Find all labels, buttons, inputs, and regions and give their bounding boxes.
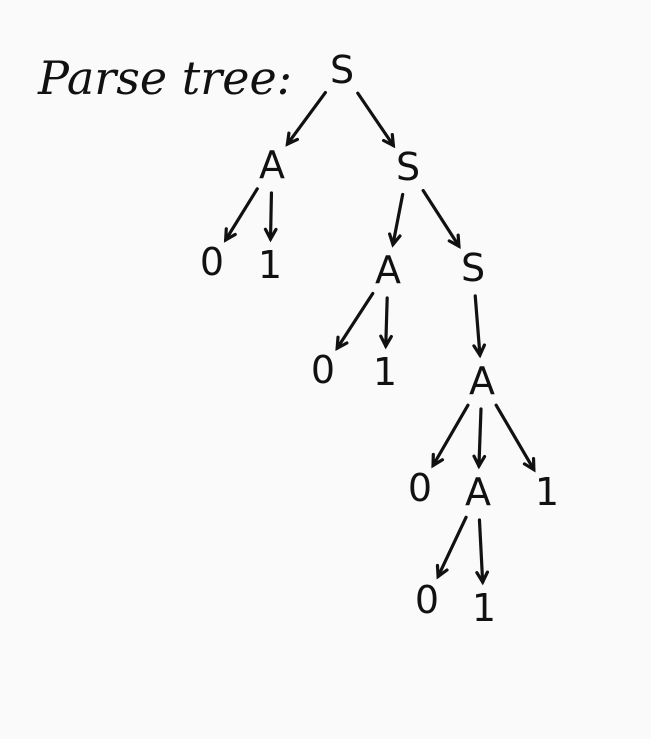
tree-node-terminal: 1 xyxy=(472,586,496,630)
tree-node-terminal: 0 xyxy=(408,466,432,510)
tree-edges xyxy=(223,90,536,586)
edge-line xyxy=(436,515,468,579)
arrowhead-icon xyxy=(447,233,461,249)
edge-line xyxy=(224,187,259,242)
tree-node-nonterminal: A xyxy=(259,143,285,187)
tree-node-terminal: 0 xyxy=(415,578,439,622)
edge-line xyxy=(268,191,274,241)
arrowhead-icon xyxy=(263,227,278,243)
tree-node-nonterminal: S xyxy=(396,145,420,189)
tree-node-nonterminal: A xyxy=(469,359,495,403)
arrowhead-icon xyxy=(388,232,402,248)
tree-node-terminal: 0 xyxy=(200,240,224,284)
edge-line xyxy=(473,294,482,357)
edge-line xyxy=(431,403,470,468)
edge-line xyxy=(494,403,536,472)
arrowhead-icon xyxy=(435,563,449,580)
arrowhead-icon xyxy=(381,132,396,149)
tree-edge-arrow xyxy=(421,188,461,249)
diagram-title: Parse tree: xyxy=(37,51,292,105)
edge-line xyxy=(421,188,461,248)
tree-edge-arrow xyxy=(263,191,278,243)
arrowhead-icon xyxy=(475,570,490,586)
arrowhead-icon xyxy=(472,454,487,470)
tree-edge-arrow xyxy=(388,192,405,248)
tree-node-nonterminal: A xyxy=(465,470,491,514)
tree-node-nonterminal: A xyxy=(375,248,401,292)
edge-line xyxy=(477,518,485,584)
arrowhead-icon xyxy=(431,452,445,469)
tree-node-terminal: 1 xyxy=(535,470,559,514)
arrowhead-icon xyxy=(472,343,487,359)
arrowhead-icon xyxy=(335,335,349,351)
tree-edge-arrow xyxy=(472,294,487,359)
tree-edge-arrow xyxy=(435,515,468,580)
tree-edge-arrow xyxy=(356,91,396,149)
tree-edge-arrow xyxy=(472,407,487,470)
tree-node-terminal: 0 xyxy=(311,348,335,392)
tree-node-nonterminal: S xyxy=(461,246,485,290)
tree-node-nonterminal: S xyxy=(330,48,354,92)
edge-line xyxy=(477,407,483,468)
tree-edge-arrow xyxy=(494,403,536,473)
tree-edge-arrow xyxy=(475,518,490,586)
tree-edge-arrow xyxy=(223,187,259,243)
edge-line xyxy=(391,192,405,247)
edge-line xyxy=(356,91,395,148)
tree-edge-arrow xyxy=(335,291,375,351)
tree-edge-arrow xyxy=(431,403,470,469)
edge-line xyxy=(335,291,375,350)
edge-line xyxy=(285,90,327,146)
arrowhead-icon xyxy=(379,334,393,350)
edge-line xyxy=(384,296,389,348)
arrowhead-icon xyxy=(522,456,536,473)
tree-node-terminal: 1 xyxy=(373,350,397,394)
tree-node-terminal: 1 xyxy=(258,243,282,287)
arrowhead-icon xyxy=(223,227,237,243)
arrowhead-icon xyxy=(285,131,299,147)
tree-edge-arrow xyxy=(285,90,327,147)
tree-edge-arrow xyxy=(379,296,393,350)
